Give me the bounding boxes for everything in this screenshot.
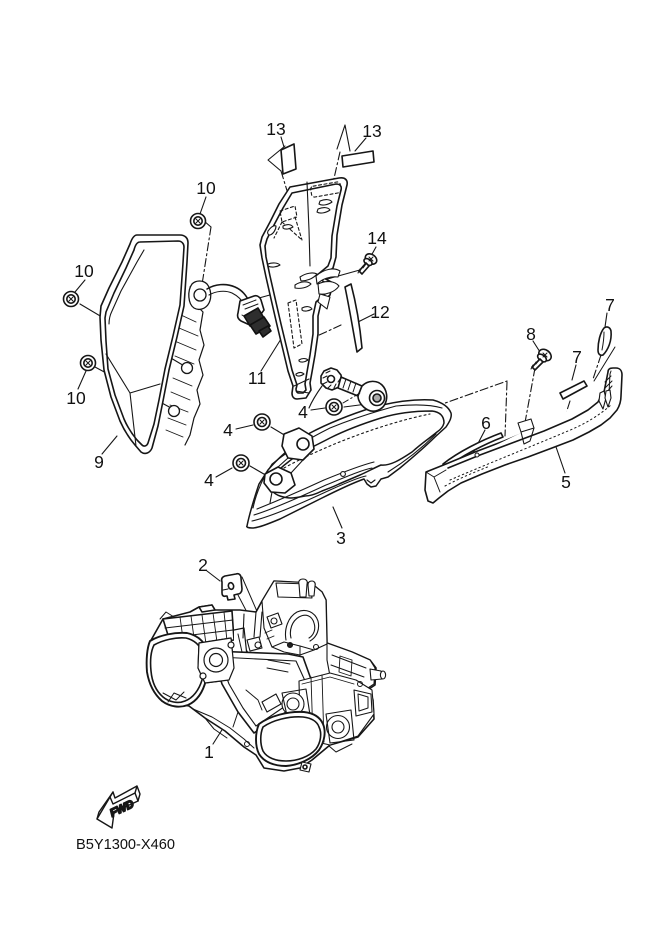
svg-text:8: 8 [526,324,536,344]
svg-text:B5Y1300-X460: B5Y1300-X460 [76,837,175,853]
svg-text:14: 14 [367,228,387,248]
svg-text:11: 11 [248,368,266,388]
svg-text:4: 4 [204,470,214,490]
svg-text:9: 9 [94,452,104,472]
svg-text:4: 4 [298,402,308,422]
svg-text:7: 7 [572,347,582,367]
svg-text:2: 2 [198,555,208,575]
svg-text:1: 1 [204,742,214,762]
svg-text:3: 3 [336,528,346,548]
svg-text:13: 13 [266,119,285,139]
svg-text:10: 10 [66,388,86,408]
svg-text:7: 7 [605,295,615,315]
svg-text:6: 6 [481,413,491,433]
svg-text:5: 5 [561,472,571,492]
svg-text:10: 10 [196,178,216,198]
svg-text:12: 12 [370,302,389,322]
svg-text:13: 13 [362,121,381,141]
svg-text:10: 10 [74,261,94,281]
svg-text:4: 4 [223,420,233,440]
